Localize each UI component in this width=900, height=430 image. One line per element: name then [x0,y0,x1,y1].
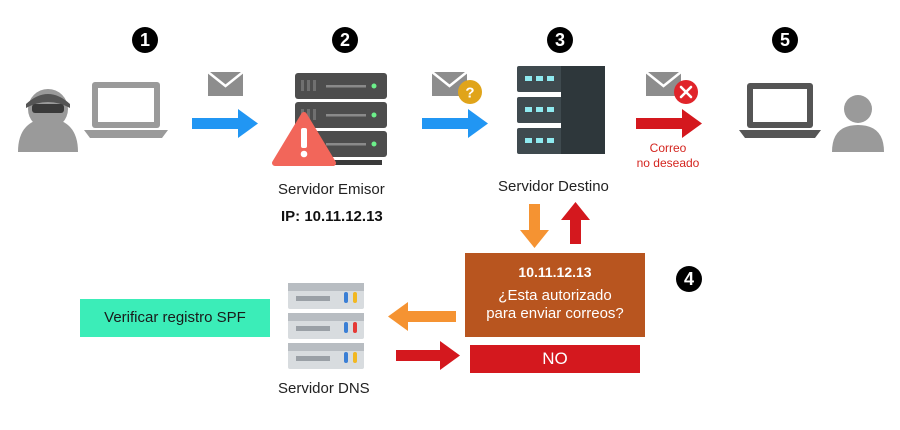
step-badge: 1 [132,27,158,53]
sender-ip-label: IP: 10.11.12.13 [281,208,383,225]
hacker-icon [18,89,78,152]
mail-icon [645,71,682,96]
user-icon [832,95,884,152]
server-icon [517,66,605,154]
authorization-question-box: 10.11.12.13 ¿Esta autorizado para enviar… [465,253,645,337]
junk-mail-line1: Correo [649,141,687,155]
mail-icon [207,71,244,96]
arrow-server-to-destination [422,109,488,138]
laptop-icon [739,83,821,138]
arrow-destination-to-question [520,204,549,248]
junk-mail-line2: no deseado [636,156,700,170]
verify-spf-box: Verificar registro SPF [80,299,270,337]
answer-no-box: NO [470,345,640,373]
question-line2: para enviar correos? [486,305,624,322]
dns-server-label: Servidor DNS [278,380,370,397]
destination-server-label: Servidor Destino [498,178,609,195]
server-icon [288,283,364,369]
step-badge: 2 [332,27,358,53]
step-badge: 4 [676,266,702,292]
arrow-question-to-dns [388,302,456,331]
laptop-icon [84,82,168,138]
sender-server-label: Servidor Emisor [278,181,385,198]
question-ip: 10.11.12.13 [518,264,592,280]
warning-icon [272,112,336,166]
step-badge: 5 [772,27,798,53]
error-x-icon [674,80,698,104]
arrow-sender-to-server [192,109,258,138]
arrow-question-to-destination [561,202,590,244]
arrow-destination-to-recipient [636,109,702,138]
svg-text:?: ? [465,85,474,102]
junk-mail-label: Correo no deseado [613,141,723,171]
question-icon: ? [458,80,482,104]
step-badge: 3 [547,27,573,53]
question-line1: ¿Esta autorizado [498,287,612,304]
arrow-dns-to-answer [396,341,460,370]
